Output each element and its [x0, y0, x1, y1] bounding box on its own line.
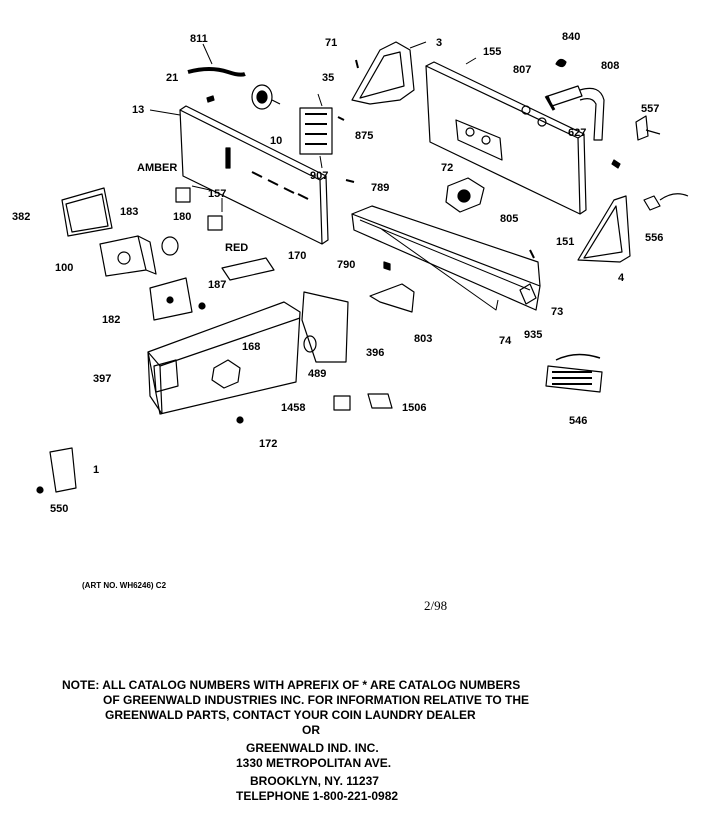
- part-4-end-cap: [578, 196, 630, 262]
- callout-556: 556: [645, 232, 664, 244]
- callout-396: 396: [366, 347, 385, 359]
- note-line: TELEPHONE 1-800-221-0982: [236, 789, 399, 803]
- callout-10: 10: [270, 135, 283, 147]
- callout-1: 1: [93, 464, 100, 476]
- part-172-screw: [237, 417, 243, 423]
- part-557-wire: [636, 116, 660, 140]
- part-805-valve: [446, 178, 484, 212]
- callout-397: 397: [93, 373, 112, 385]
- part-811-hose: [188, 69, 245, 75]
- part-182-bracket: [150, 278, 192, 320]
- callout-amber: AMBER: [137, 162, 178, 174]
- part-13-panel: [150, 106, 328, 244]
- part-170-card: [222, 258, 274, 280]
- part-840-plug: [556, 59, 566, 66]
- callout-807: 807: [513, 64, 532, 76]
- part-1-card: [50, 448, 76, 492]
- part-556-sensor: [644, 194, 688, 210]
- part-489-knob: [304, 336, 316, 352]
- callout-168: 168: [242, 341, 261, 353]
- callout-489: 489: [308, 368, 327, 380]
- callout-35: 35: [322, 72, 335, 84]
- part-21-screw: [207, 96, 214, 102]
- part-74-trim: [352, 206, 540, 310]
- part-71-screw: [356, 60, 358, 68]
- part-1506-switch: [368, 394, 392, 408]
- callout-73: 73: [551, 306, 564, 318]
- note-line: OF GREENWALD INDUSTRIES INC. FOR INFORMA…: [103, 693, 529, 707]
- callout-100: 100: [55, 262, 74, 274]
- part-808-inlet-valve: [546, 86, 604, 140]
- callout-155: 155: [483, 46, 502, 58]
- part-187-screw: [199, 303, 205, 309]
- part-803-bracket: [370, 284, 414, 312]
- note-line: GREENWALD PARTS, CONTACT YOUR COIN LAUND…: [105, 708, 476, 722]
- part-155-console: [426, 58, 586, 214]
- callout-803: 803: [414, 333, 433, 345]
- callout-151: 151: [556, 236, 575, 248]
- callout-71: 71: [325, 37, 338, 49]
- callout-935: 935: [524, 329, 543, 341]
- callout-170: 170: [288, 250, 307, 262]
- callout-4: 4: [618, 272, 625, 284]
- part-550-screw: [37, 487, 43, 493]
- callout-811: 811: [190, 33, 208, 45]
- part-789-screw: [346, 180, 354, 182]
- callout-74: 74: [499, 335, 512, 347]
- part-157-amber: [176, 188, 190, 202]
- note-line: NOTE: ALL CATALOG NUMBERS WITH APREFIX O…: [62, 678, 521, 692]
- art-number: (ART NO. WH6246) C2: [82, 581, 167, 590]
- revision-date: 2/98: [424, 598, 448, 613]
- callout-72: 72: [441, 162, 454, 174]
- note-line: 1330 METROPOLITAN AVE.: [236, 756, 392, 770]
- note-line: OR: [302, 723, 320, 737]
- part-396-bracket: [302, 292, 348, 362]
- part-100-timer: [100, 236, 156, 276]
- callout-1506: 1506: [402, 402, 427, 414]
- callout-808: 808: [601, 60, 620, 72]
- callout-875: 875: [355, 130, 374, 142]
- callout-172: 172: [259, 438, 278, 450]
- callout-187: 187: [208, 279, 227, 291]
- exploded-parts-diagram: [0, 0, 704, 600]
- callout-182: 182: [102, 314, 121, 326]
- callout-180: 180: [173, 211, 192, 223]
- part-180-knob: [162, 237, 178, 255]
- part-10-knob: [252, 85, 280, 109]
- part-807-washer: [522, 106, 530, 114]
- part-151-screw: [530, 250, 534, 258]
- callout-840: 840: [562, 31, 581, 43]
- callout-red: RED: [225, 242, 249, 254]
- part-397-housing: [148, 302, 300, 414]
- callout-1458: 1458: [281, 402, 306, 414]
- part-546-harness: [546, 354, 602, 392]
- note-line: BROOKLYN, NY. 11237: [250, 774, 379, 788]
- callout-557: 557: [641, 103, 660, 115]
- callout-805: 805: [500, 213, 519, 225]
- part-875-screw: [338, 117, 344, 120]
- callout-21: 21: [166, 72, 179, 84]
- part-3-bracket: [352, 42, 426, 104]
- callout-907: 907: [310, 170, 329, 182]
- note-line: GREENWALD IND. INC.: [246, 741, 379, 755]
- part-1458-switch: [334, 396, 350, 410]
- callout-382: 382: [12, 211, 31, 223]
- part-790-screw: [384, 262, 390, 270]
- part-382-filter: [62, 188, 112, 236]
- callout-790: 790: [337, 259, 356, 271]
- part-73-clip: [520, 284, 536, 304]
- callout-550: 550: [50, 503, 69, 515]
- callout-157: 157: [208, 188, 227, 200]
- part-627-clip: [612, 160, 620, 168]
- callout-13: 13: [132, 104, 145, 116]
- part-157-red: [208, 216, 222, 230]
- callout-3: 3: [436, 37, 443, 49]
- part-907-switch: [300, 94, 332, 168]
- callout-183: 183: [120, 206, 139, 218]
- callout-627: 627: [568, 127, 587, 139]
- callout-789: 789: [371, 182, 390, 194]
- callout-546: 546: [569, 415, 588, 427]
